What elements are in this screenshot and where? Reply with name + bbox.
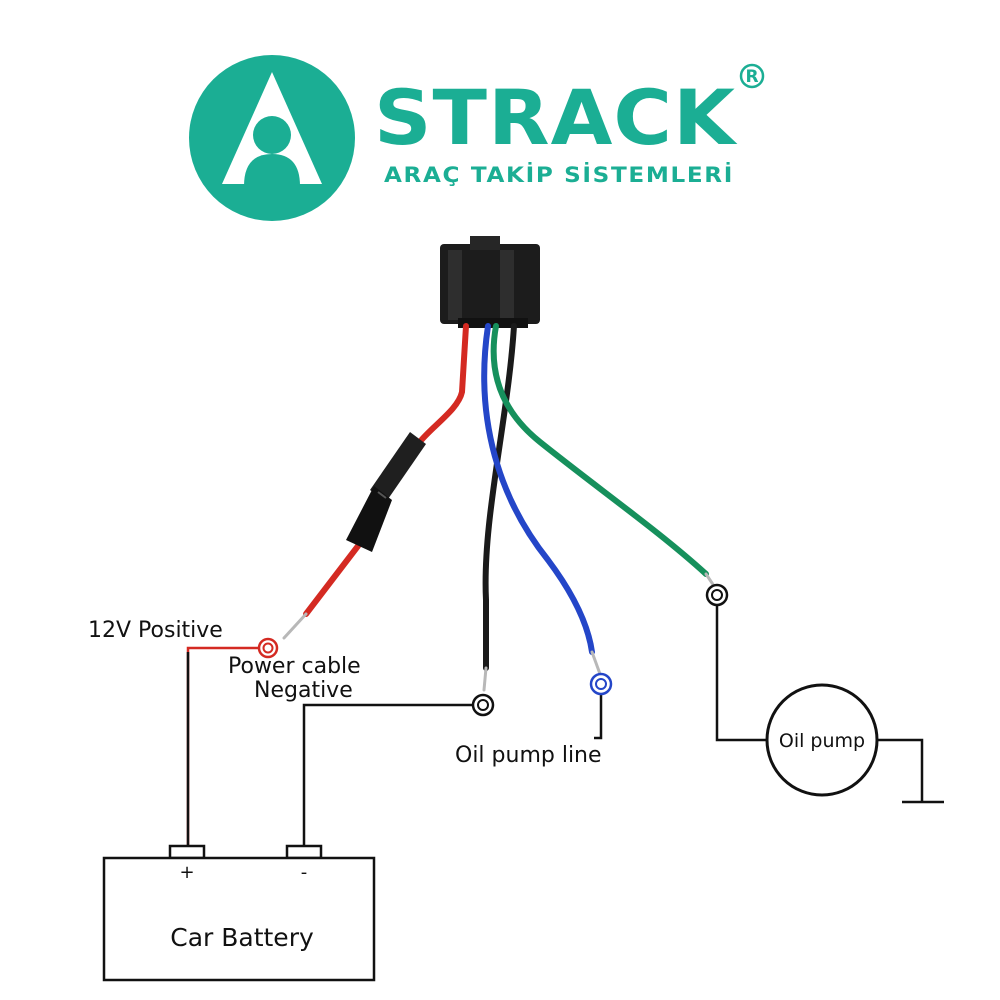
registered-letter: R bbox=[745, 67, 758, 87]
connector-top-tab bbox=[470, 236, 500, 250]
inline-fuse-holder bbox=[346, 432, 426, 552]
negative-ring-terminal bbox=[471, 693, 495, 717]
battery-body bbox=[102, 856, 376, 982]
battery-label: Car Battery bbox=[170, 923, 314, 952]
connector-left-rib bbox=[448, 250, 462, 320]
oil-pump-line-ring-inner bbox=[595, 678, 607, 690]
oil-pump-ring-inner bbox=[711, 589, 723, 601]
battery-plus-sign: + bbox=[179, 862, 194, 883]
positive-ring-terminal bbox=[257, 637, 279, 659]
battery-negative-terminal bbox=[285, 844, 323, 860]
negative-ring-inner bbox=[477, 699, 489, 711]
oil-pump: Oil pump bbox=[765, 683, 879, 797]
fuse-body bbox=[346, 486, 392, 552]
oil-pump-label: Oil pump bbox=[779, 730, 865, 752]
connector-base bbox=[458, 318, 528, 328]
green-wire bbox=[490, 323, 709, 577]
red-wire-upper bbox=[415, 323, 469, 447]
negative-connection-line bbox=[302, 703, 474, 848]
red-wire-lower bbox=[303, 543, 361, 617]
registered-mark: R bbox=[739, 63, 765, 89]
oil-pump-line-ring-outer bbox=[589, 672, 613, 696]
oil-pump-line-ring-terminal bbox=[589, 672, 613, 696]
relay-connector bbox=[440, 236, 540, 328]
battery-positive-terminal bbox=[168, 844, 206, 860]
positive-ring-outer bbox=[257, 637, 279, 659]
oil-pump-ring-outer bbox=[705, 583, 729, 607]
battery-minus-sign: - bbox=[301, 862, 308, 883]
logo-head-icon bbox=[253, 116, 291, 154]
oil-pump-ring-terminal bbox=[705, 583, 729, 607]
black-wire bbox=[482, 323, 517, 671]
connector-body bbox=[440, 244, 540, 324]
black-wire-bare-end bbox=[482, 666, 488, 692]
blue-wire bbox=[481, 323, 595, 655]
red-wire-bare-end bbox=[282, 612, 308, 640]
oil-pump-line-label: Oil pump line bbox=[455, 743, 602, 768]
strack-logo: STRACK ARAÇ TAKİP SİSTEMLERİ R bbox=[189, 55, 765, 221]
blue-wire-bare-end bbox=[590, 650, 602, 676]
logo-body-icon bbox=[244, 154, 300, 186]
fuse-seam bbox=[377, 491, 387, 499]
fuse-cap-upper bbox=[370, 432, 426, 502]
brand-tagline: ARAÇ TAKİP SİSTEMLERİ bbox=[384, 162, 734, 187]
oil-pump-line-connection bbox=[594, 694, 603, 740]
positive-label: 12V Positive bbox=[88, 618, 223, 643]
negative-label: Negative bbox=[254, 678, 353, 703]
oil-pump-feed-line bbox=[715, 604, 768, 742]
connector-right-rib bbox=[500, 250, 514, 320]
ground-line bbox=[878, 738, 924, 802]
registered-circle bbox=[739, 63, 765, 89]
green-wire-bare-end bbox=[704, 572, 716, 588]
positive-ring-inner bbox=[262, 642, 274, 654]
brand-name: STRACK bbox=[374, 73, 738, 162]
oil-pump-circle bbox=[765, 683, 879, 797]
car-battery: + - Car Battery bbox=[102, 844, 376, 982]
power-cable-label: Power cable bbox=[228, 654, 361, 679]
negative-ring-outer bbox=[471, 693, 495, 717]
